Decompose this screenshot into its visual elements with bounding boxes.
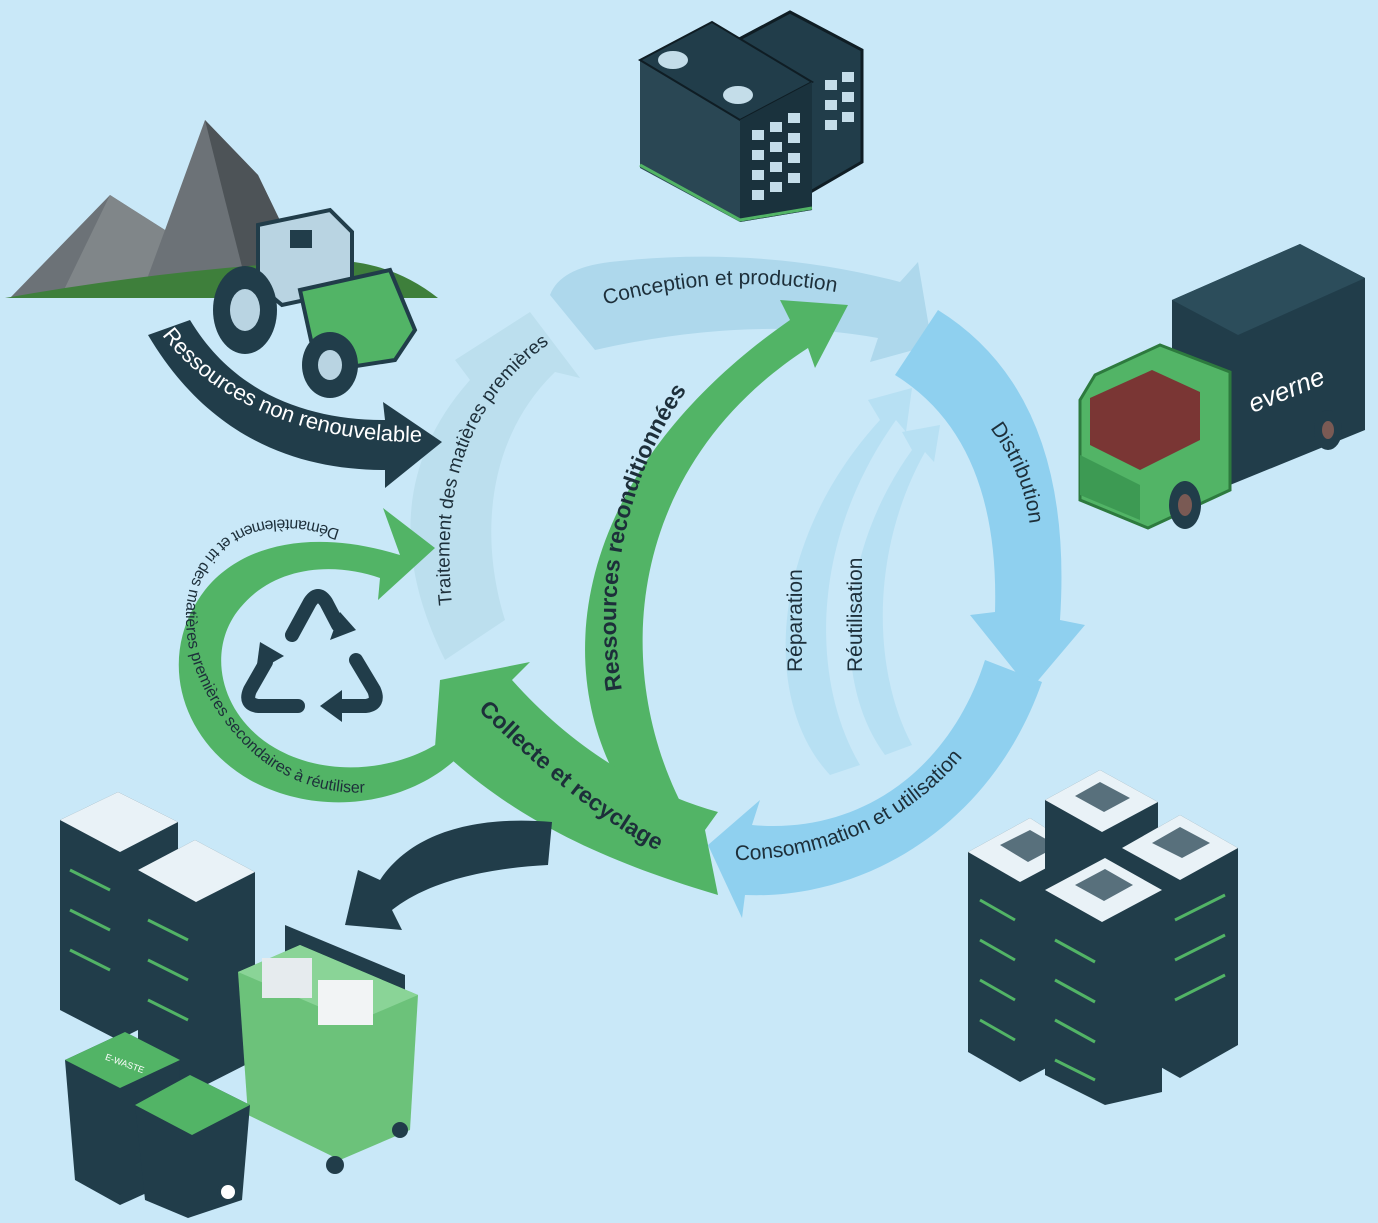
arrow-distribution [895, 310, 1085, 690]
label-reparation: Réparation [784, 569, 807, 672]
arrow-consommation [708, 660, 1042, 918]
delivery-truck-icon: everne [1078, 244, 1365, 530]
light-blue-arrows [410, 256, 932, 660]
green-arrows [178, 300, 848, 895]
arrow-ressources-reconditionnees [585, 300, 848, 820]
recycle-icon [241, 589, 383, 722]
arrow-to-bins [345, 820, 552, 930]
label-reutilisation: Réutilisation [844, 558, 867, 672]
arrow-conception-production [550, 256, 932, 362]
arrow-reparation [785, 388, 912, 775]
mountain-icon [5, 120, 438, 298]
recycling-bins-icon: E-WASTE [60, 792, 418, 1218]
arrow-traitement [410, 312, 580, 660]
mid-blue-arrows [708, 310, 1085, 918]
server-racks-icon [968, 770, 1238, 1105]
arrow-reutilisation [849, 425, 940, 755]
arrow-demantelement [178, 508, 455, 803]
arrow-collecte-recyclage [433, 662, 718, 895]
dark-arrows [148, 320, 552, 930]
office-building-icon [637, 10, 864, 222]
tractor-icon [213, 207, 418, 398]
arrow-ressources-non-renouvelables [148, 320, 442, 488]
